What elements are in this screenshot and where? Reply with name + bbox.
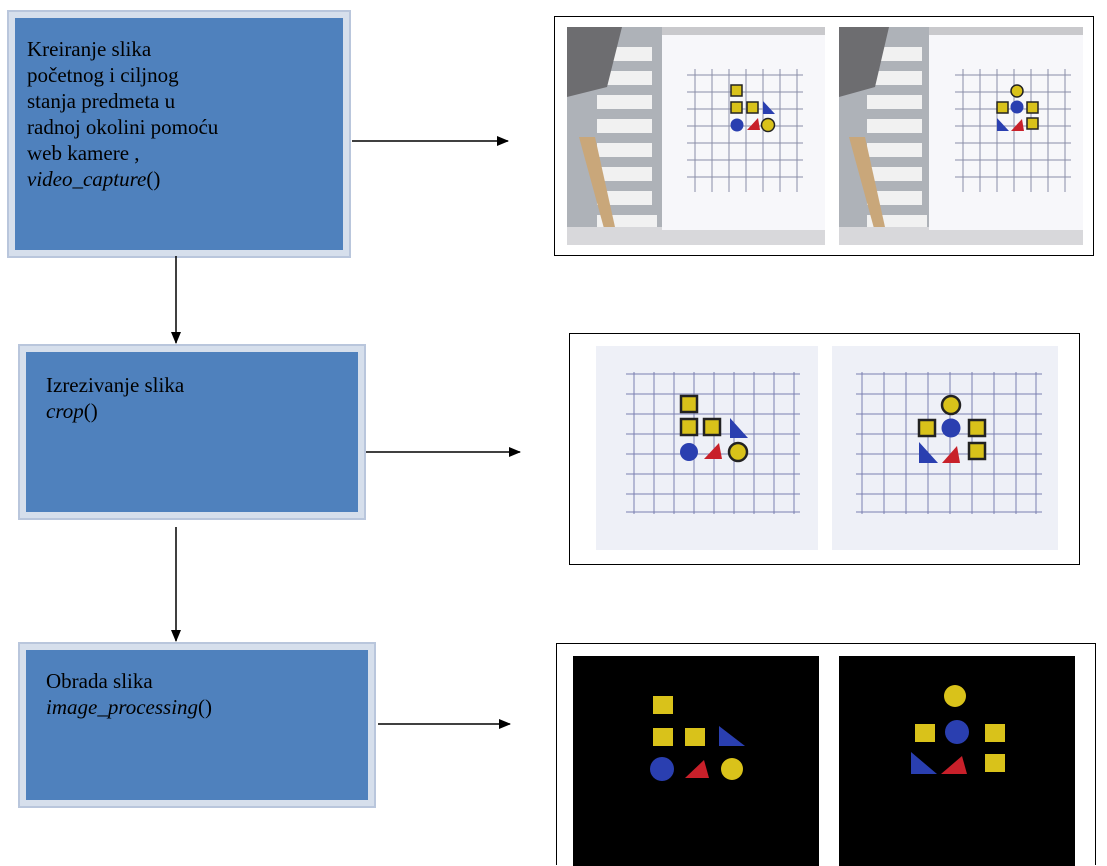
step-text-line: Kreiranje slika [27, 37, 152, 61]
function-name: image_processing [46, 695, 199, 719]
capture-images-frame [554, 16, 1094, 256]
webcam-goal-image [839, 27, 1083, 245]
function-name: crop [46, 399, 84, 423]
function-name: video_capture [27, 167, 147, 191]
function-parens: () [83, 399, 98, 423]
step-function: video_capture() [27, 166, 331, 192]
step-box-processing: Obrada slika image_processing() [26, 650, 368, 800]
cropped-goal-image [832, 346, 1058, 550]
cropped-initial-image [596, 346, 818, 550]
step-text-line: web kamere , [27, 141, 140, 165]
cropped-images-frame [569, 333, 1080, 565]
step-box-crop: Izrezivanje slika crop() [26, 352, 358, 512]
step-box-capture: Kreiranje slika početnog i ciljnog stanj… [15, 18, 343, 250]
processed-goal-image [839, 656, 1075, 866]
step-function: crop() [46, 398, 338, 424]
step-function: image_processing() [46, 694, 348, 720]
step-text-line: početnog i ciljnog [27, 63, 179, 87]
webcam-initial-image [567, 27, 825, 245]
step-text-line: stanja predmeta u [27, 89, 176, 113]
processed-images-frame [556, 643, 1096, 866]
step-text-line: Izrezivanje slika [46, 373, 185, 397]
step-text-line: radnoj okolini pomoću [27, 115, 219, 139]
step-text-line: Obrada slika [46, 669, 153, 693]
function-parens: () [146, 167, 161, 191]
processed-initial-image [573, 656, 819, 866]
function-parens: () [198, 695, 213, 719]
